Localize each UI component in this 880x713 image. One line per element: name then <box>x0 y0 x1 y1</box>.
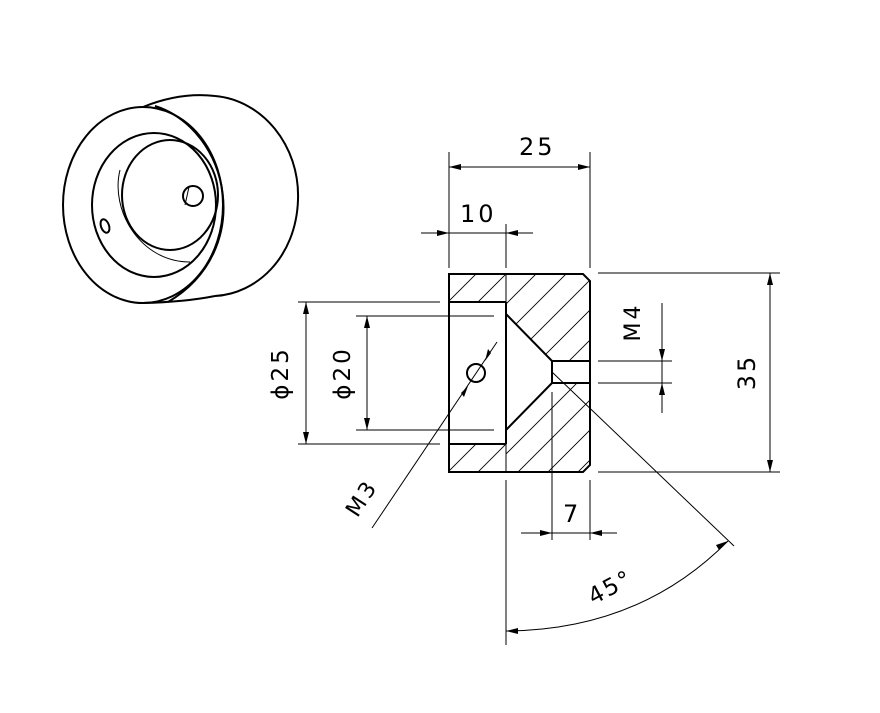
label-angle: 45° <box>584 565 638 610</box>
hatch-region-top <box>449 274 506 302</box>
back-contour <box>214 95 300 297</box>
hatch-region-main <box>506 274 590 472</box>
label-thread-side: M4 <box>621 303 646 342</box>
center-hole-detail <box>184 186 190 206</box>
label-width-bore: 10 <box>460 200 497 228</box>
dimension-labels: 25 10 35 M4 ϕ25 ϕ20 M3 7 45° <box>268 133 761 610</box>
section-view <box>448 273 591 473</box>
label-thread-cross: M3 <box>341 475 383 521</box>
label-hole-depth: 7 <box>563 500 578 528</box>
bore-outer <box>91 132 217 278</box>
bottom-tangent <box>142 295 216 304</box>
center-hole-icon <box>182 185 204 207</box>
bore-step <box>117 169 191 263</box>
back-edge-ellipse <box>154 105 225 303</box>
dimension-lines <box>298 152 780 645</box>
top-tangent <box>142 94 216 108</box>
cross-hole-section-icon <box>466 363 486 383</box>
isometric-view <box>62 94 300 304</box>
hatch-region-bottom <box>449 444 506 472</box>
label-height-total: 35 <box>733 354 761 391</box>
cross-hole-icon <box>99 218 111 234</box>
label-width-total: 25 <box>519 133 556 161</box>
label-diameter-outer: ϕ25 <box>268 346 294 399</box>
bore-inner <box>121 139 219 251</box>
label-diameter-bore: ϕ20 <box>330 346 356 399</box>
section-outline <box>448 273 591 473</box>
